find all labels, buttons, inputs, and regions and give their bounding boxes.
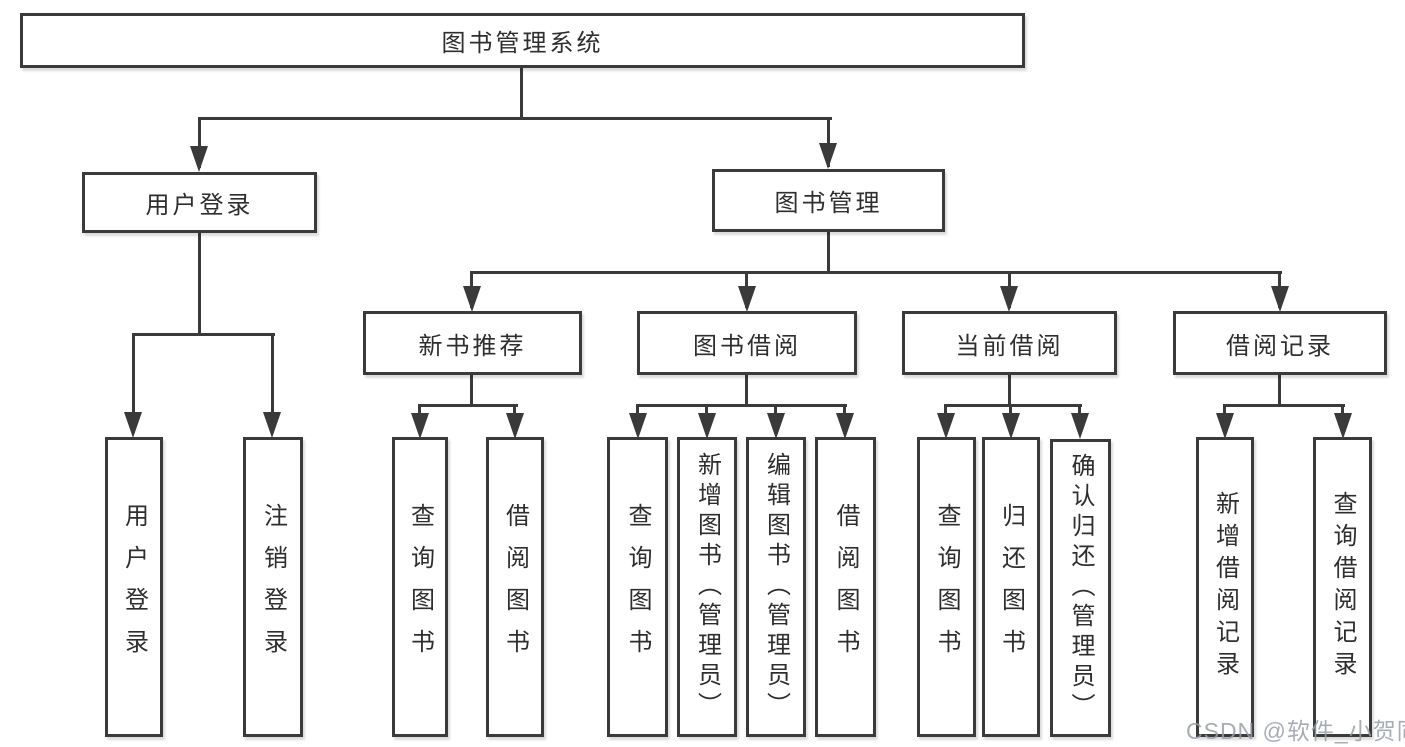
arrow-down-icon <box>1071 413 1089 439</box>
arrow-down-icon <box>629 413 647 439</box>
arrow-down-icon <box>836 413 854 439</box>
node-new-book-recommend: 新书推荐 <box>363 311 582 375</box>
connector-borrow-horizontal <box>636 404 847 407</box>
leaf-add-books-admin: 新增图书（管理员） <box>677 437 737 737</box>
connector-mgmt-trunk <box>827 232 830 273</box>
leaf-borrow-books: 借阅图书 <box>815 437 876 737</box>
arrow-down-icon <box>738 286 756 312</box>
node-root-library-system: 图书管理系统 <box>20 13 1025 68</box>
csdn-watermark: CSDN @软件_小贺同学 <box>1186 718 1405 744</box>
leaf-user-login: 用户登录 <box>105 437 163 737</box>
node-book-borrow: 图书借阅 <box>637 311 857 375</box>
leaf-edit-books-admin: 编辑图书（管理员） <box>746 437 806 737</box>
leaf-query-books-current: 查询图书 <box>917 437 976 737</box>
arrow-down-icon <box>1216 413 1234 439</box>
node-current-borrow: 当前借阅 <box>902 311 1117 375</box>
connector-borrow-trunk <box>745 375 748 407</box>
arrow-down-icon <box>124 412 142 438</box>
arrow-down-icon <box>263 412 281 438</box>
connector-records-trunk <box>1278 375 1281 407</box>
connector-recommend-trunk <box>470 375 473 407</box>
connector-drop-leaf <box>132 333 135 433</box>
node-user-login: 用户登录 <box>82 172 317 233</box>
connector-recommend-horizontal <box>418 404 518 407</box>
node-book-management: 图书管理 <box>712 169 945 232</box>
arrow-down-icon <box>937 413 955 439</box>
connector-drop-leaf <box>271 333 274 433</box>
arrow-down-icon <box>1271 286 1289 312</box>
node-borrow-records: 借阅记录 <box>1173 311 1387 375</box>
leaf-query-books-borrow: 查询图书 <box>607 437 668 737</box>
connector-current-trunk <box>1008 375 1011 407</box>
arrow-down-icon <box>1334 413 1352 439</box>
connector-drop-user-login <box>198 117 201 168</box>
connector-drop-book-management <box>827 117 830 167</box>
arrow-down-icon <box>1000 286 1018 312</box>
leaf-return-books: 归还图书 <box>982 437 1040 737</box>
connector-root-trunk <box>520 68 523 118</box>
arrow-down-icon <box>463 286 481 312</box>
connector-current-horizontal <box>944 404 1082 407</box>
arrow-down-icon <box>767 413 785 439</box>
connector-mgmt-horizontal <box>471 271 1282 274</box>
arrow-down-icon <box>1002 413 1020 439</box>
leaf-logout: 注销登录 <box>243 437 303 737</box>
arrow-down-icon <box>698 413 716 439</box>
arrow-down-icon <box>411 413 429 439</box>
connector-login-trunk <box>198 233 201 336</box>
leaf-query-books-recommend: 查询图书 <box>392 437 448 737</box>
leaf-query-borrow-record: 查询借阅记录 <box>1313 437 1372 737</box>
arrow-down-icon <box>506 413 524 439</box>
connector-login-horizontal <box>132 333 275 336</box>
leaf-add-borrow-record: 新增借阅记录 <box>1196 437 1254 737</box>
arrow-down-icon <box>190 146 208 172</box>
arrow-down-icon <box>819 143 837 169</box>
leaf-borrow-books-recommend: 借阅图书 <box>486 437 544 737</box>
leaf-confirm-return-admin: 确认归还（管理员） <box>1050 439 1111 737</box>
connector-root-horizontal <box>198 117 832 120</box>
connector-records-horizontal <box>1223 404 1345 407</box>
